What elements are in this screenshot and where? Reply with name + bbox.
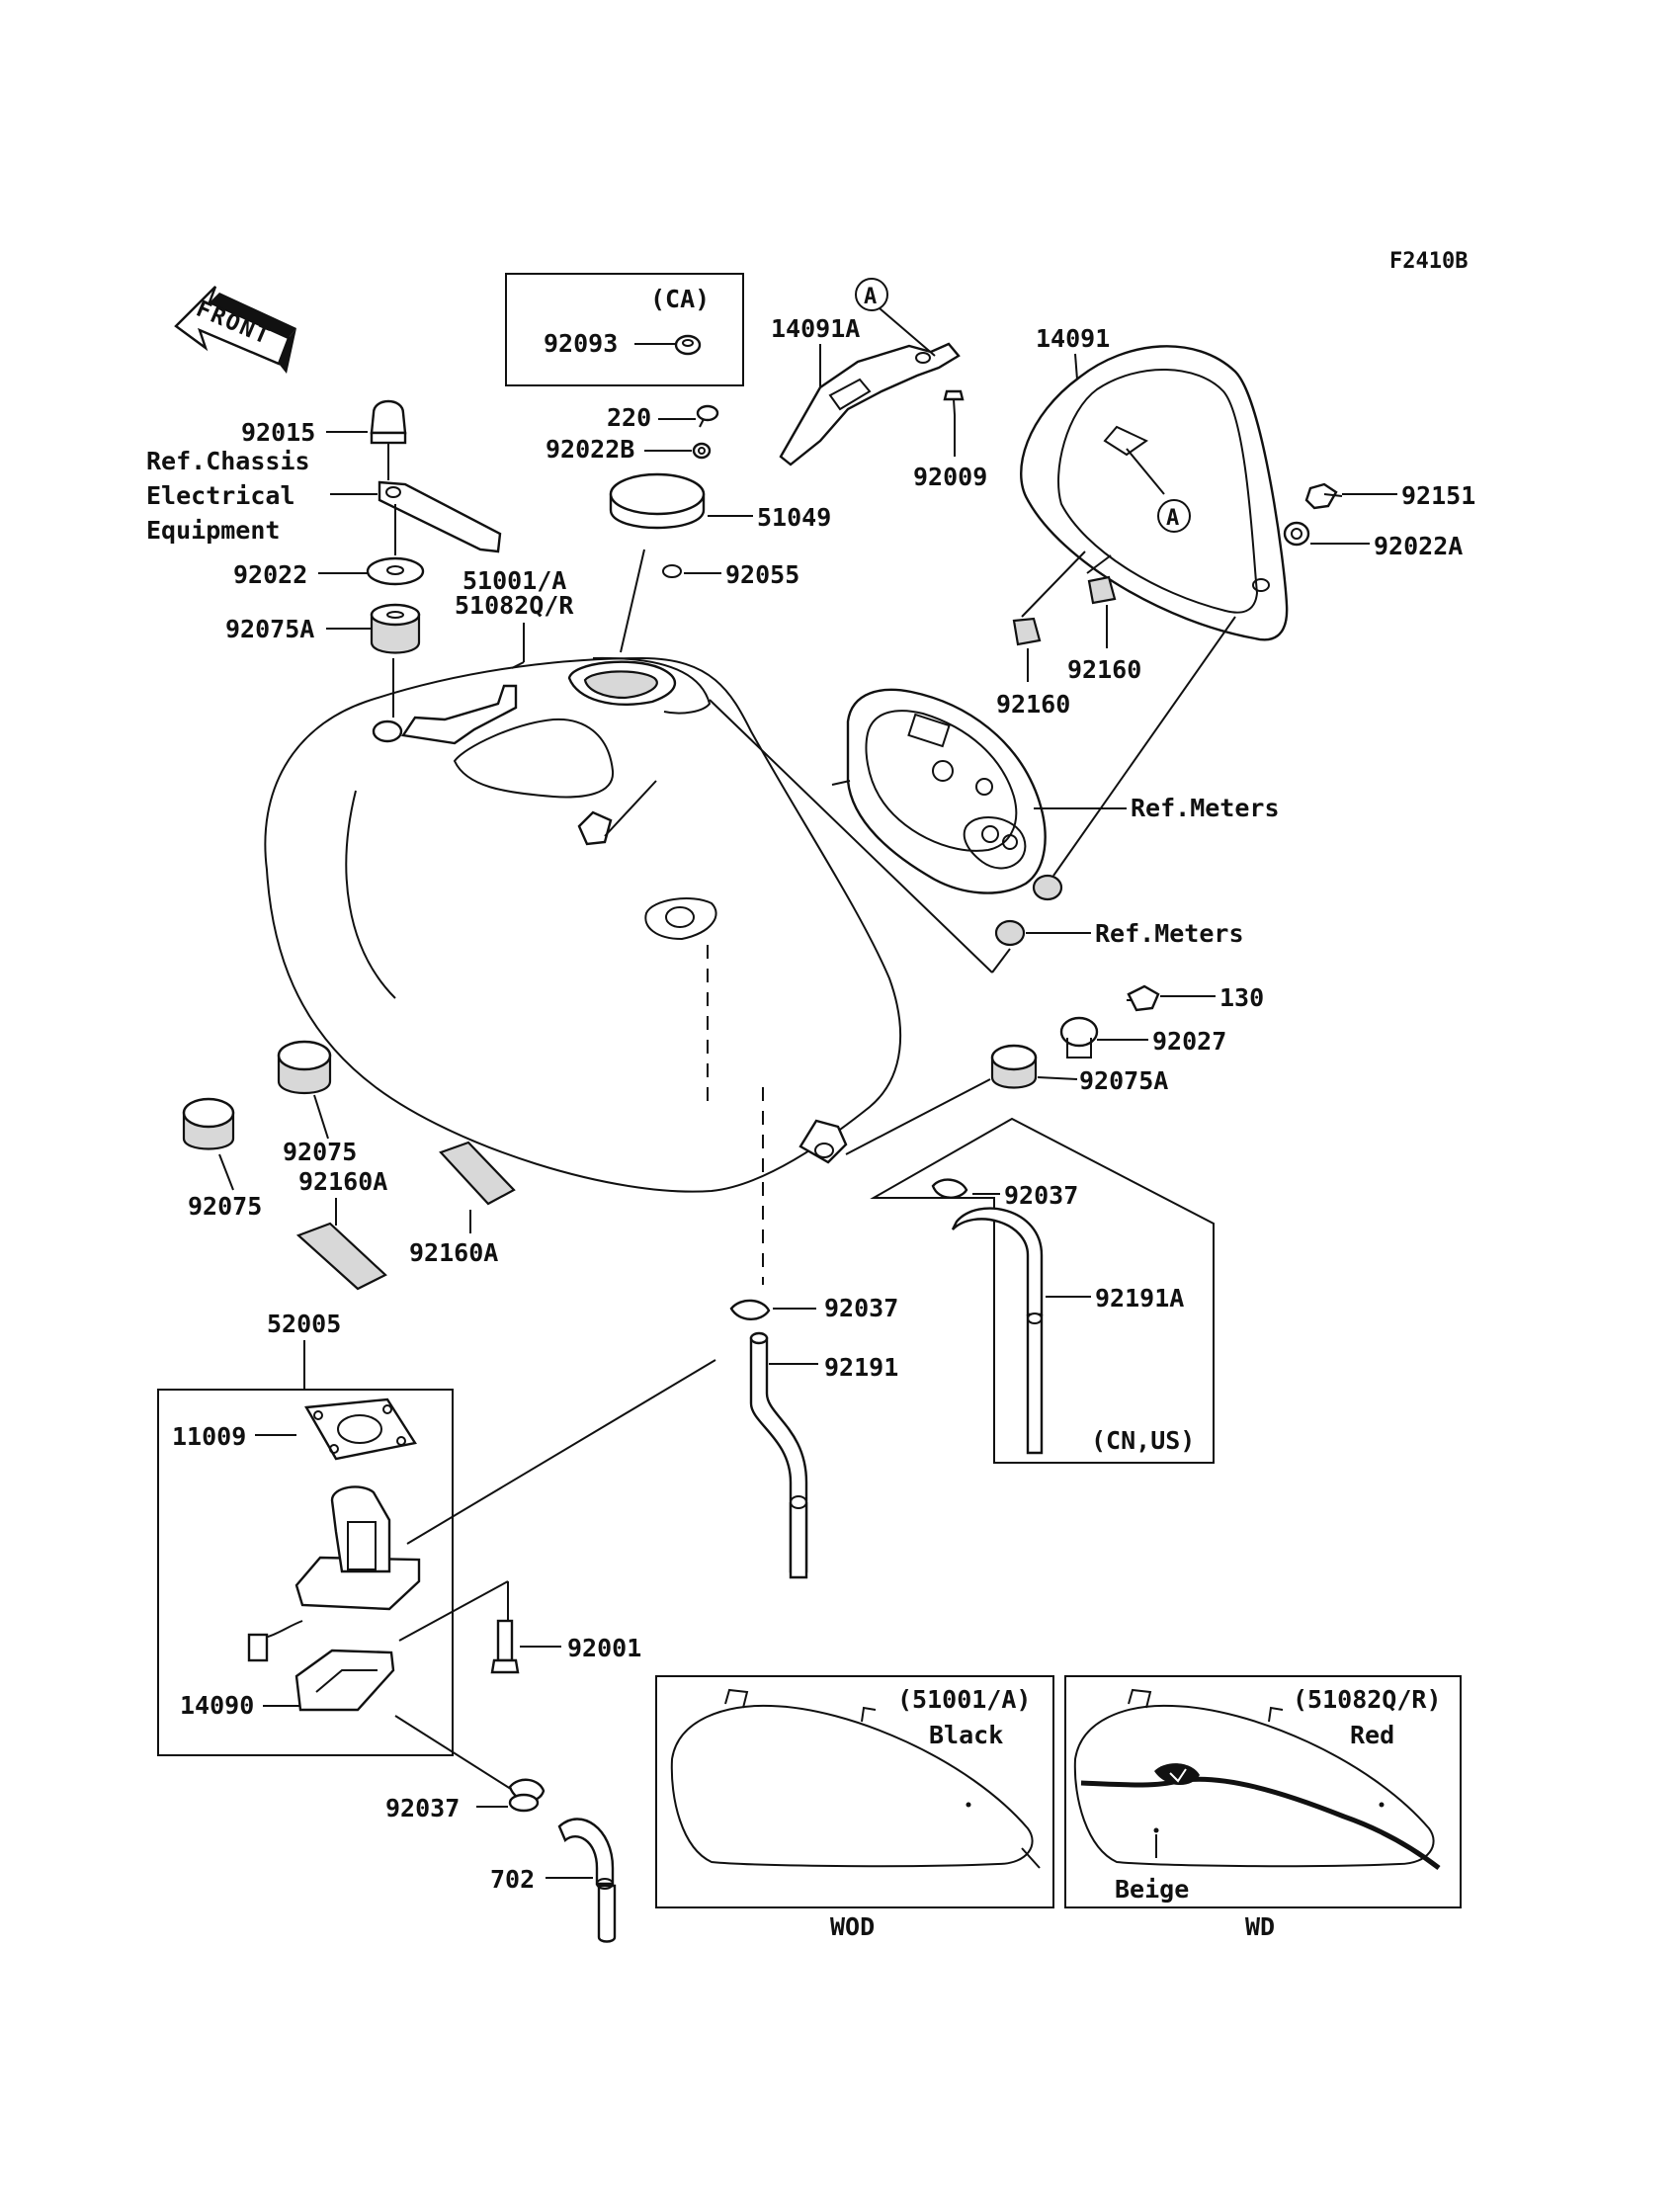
label-92037-low: 92037 [385,1794,460,1822]
label-92093: 92093 [544,329,618,358]
meter-cover-14091-icon [1020,345,1289,641]
variant-wd-code: (51082Q/R) [1293,1685,1442,1714]
label-130: 130 [1219,983,1264,1012]
grommet-ref-meters-icon [994,919,1026,947]
cn-us-label: (CN,US) [1091,1426,1195,1455]
label-92027: 92027 [1152,1027,1226,1056]
nut-92093-icon [674,334,702,356]
label-92015: 92015 [241,418,315,447]
label-702: 702 [490,1865,535,1894]
label-52005: 52005 [267,1310,341,1338]
variant-wd-color-red: Red [1350,1721,1394,1749]
damper-92075-b-icon [182,1097,235,1150]
bolt-130-icon [1127,984,1160,1012]
screw-220-icon [696,404,719,428]
grommet-92160-right-icon [1087,575,1117,605]
ref-chassis-line-1: Ref.Chassis [146,447,310,475]
label-14091: 14091 [1036,324,1110,353]
grommet-92160-left-icon [1012,617,1042,646]
label-92037-right: 92037 [1004,1181,1078,1210]
ref-chassis-line-2: Electrical [146,481,295,510]
hose-92191A-icon [951,1207,1044,1455]
cn-us-box [870,1117,1215,1464]
damper-92075A-right-icon [990,1044,1038,1089]
speedometer-assembly-icon [831,688,1063,901]
meter-bracket-14091A-icon [779,342,961,466]
label-92022: 92022 [233,560,307,589]
clamp-92037-mid-icon [729,1299,771,1320]
label-92191A: 92191A [1095,1284,1184,1313]
label-92075A-top: 92075A [225,615,314,643]
label-14091A: 14091A [771,314,860,343]
clamp-92037-right-icon [931,1178,968,1199]
clip-92160A-b-icon [439,1141,516,1206]
label-92160A-a: 92160A [298,1167,387,1196]
fuel-pump-unit-icon [247,1485,421,1712]
damper-92075A-top-icon [370,603,421,654]
label-92160A-b: 92160A [409,1238,498,1267]
collar-92027-icon [1059,1016,1099,1059]
bolt-92001-icon [490,1619,520,1674]
label-92191: 92191 [824,1353,898,1382]
label-220: 220 [607,403,651,432]
variant-wd-model: WD [1245,1912,1275,1941]
label-92022B: 92022B [546,435,634,464]
circle-a-marker-cover [1157,499,1191,533]
clip-92160A-a-icon [295,1222,387,1291]
ref-chassis-line-3: Equipment [146,516,280,545]
variant-wd-color-beige: Beige [1115,1875,1189,1904]
label-ref-meters-2: Ref.Meters [1095,919,1244,948]
cap-nut-92015-icon [370,399,407,445]
variant-box-wod: (51001/A) Black WOD [655,1675,1054,1941]
oring-92055-icon [662,564,682,578]
figure-code: F2410B [1389,249,1468,274]
label-92055: 92055 [725,560,799,589]
label-92037-mid: 92037 [824,1294,898,1322]
circle-a-marker-top [855,278,888,311]
fuel-cap-51049-icon [609,472,706,530]
gasket-11009-icon [304,1397,417,1461]
label-92075A-right: 92075A [1079,1066,1168,1095]
label-51049: 51049 [757,503,831,532]
screw-92009-icon [943,389,965,416]
label-92001: 92001 [567,1634,641,1662]
variant-wod-color: Black [929,1721,1003,1749]
label-51001A: 51001/A [462,566,566,595]
hose-702-icon [557,1818,617,1943]
variant-wod-model: WOD [830,1912,875,1941]
variant-wod-code: (51001/A) [897,1685,1031,1714]
mounting-strap-icon [378,480,502,553]
damper-92075-a-icon [277,1040,332,1095]
label-92160-left: 92160 [996,690,1070,719]
variant-box-wd: (51082Q/R) Red Beige WD [1064,1675,1462,1941]
fuel-pump-box [157,1389,454,1756]
label-11009: 11009 [172,1422,246,1451]
label-14090: 14090 [180,1691,254,1720]
label-ref-meters-1: Ref.Meters [1131,794,1280,822]
label-92151: 92151 [1401,481,1475,510]
ca-box [505,273,744,386]
label-92075-b: 92075 [188,1192,262,1221]
label-92075-a: 92075 [283,1138,357,1166]
clamp-92037-low-icon [508,1778,546,1813]
washer-92022A-icon [1283,521,1310,547]
circle-a-top-label: A [864,285,877,309]
washer-92022B-icon [692,442,712,460]
fuel-tank-icon [264,656,902,1193]
label-92009: 92009 [913,463,987,491]
circle-a-cover-label: A [1166,506,1179,531]
label-92022A-right: 92022A [1374,532,1463,560]
ca-box-title: (CA) [650,285,710,313]
label-92160-right: 92160 [1067,655,1141,684]
label-51082QR: 51082Q/R [455,591,574,620]
front-arrow-icon: FRONT [174,286,296,374]
hose-92191-icon [749,1331,808,1579]
washer-92022-icon [366,556,425,586]
bolt-92151-icon [1304,482,1343,510]
